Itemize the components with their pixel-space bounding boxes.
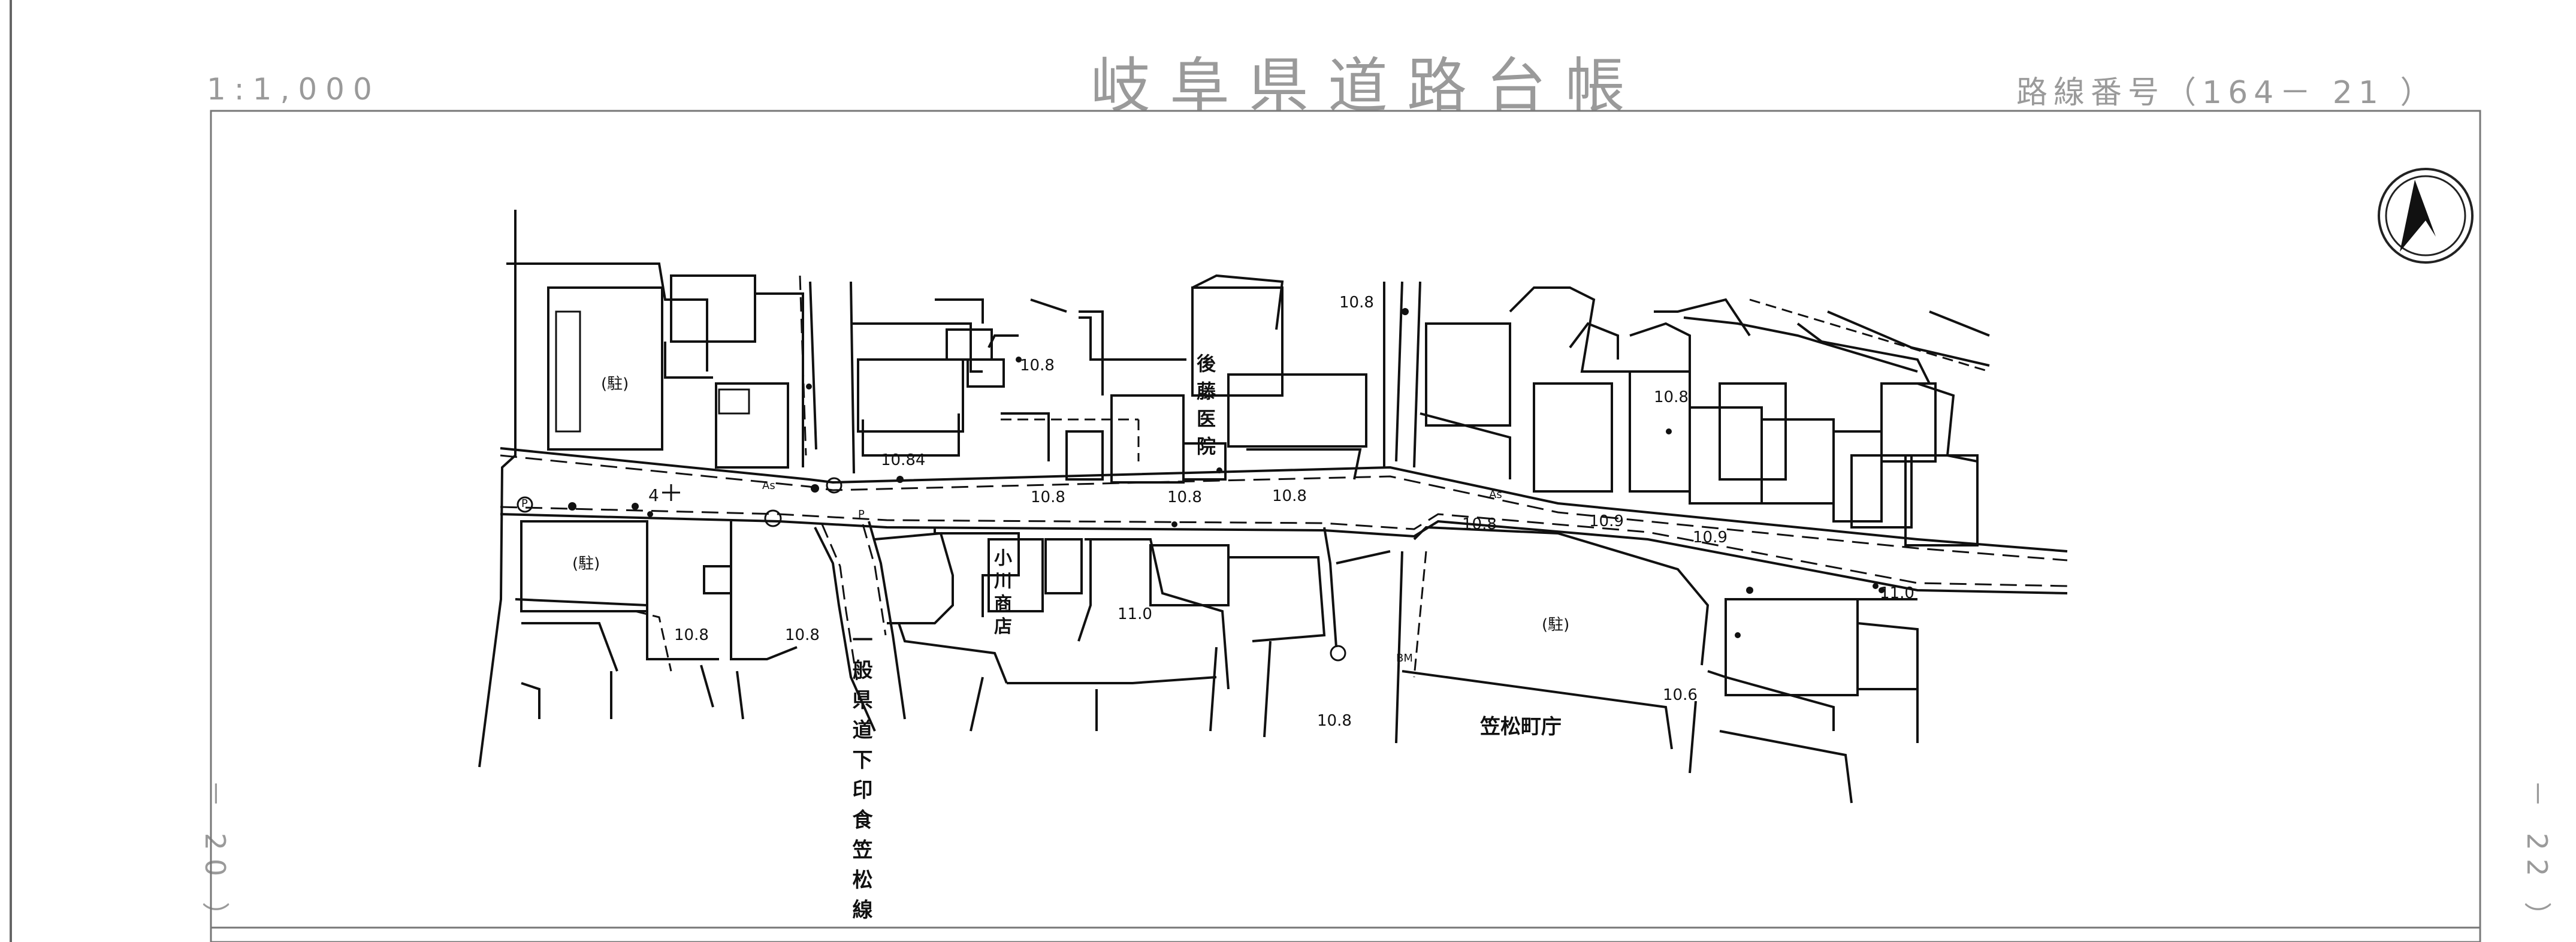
north-arrow-icon [2378, 168, 2474, 264]
town-hall-label: 笠松町庁 [1480, 715, 1562, 739]
elevation-label: 10.8 [1462, 515, 1497, 533]
elevation-label: 10.6 [1663, 686, 1698, 704]
surface-label-2: As [1489, 488, 1502, 501]
elevation-label: 10.9 [1693, 529, 1728, 547]
clinic-label: 後藤医院 [1194, 354, 1216, 464]
p-marker-2: P [521, 497, 528, 510]
elevation-label: 10.8 [1167, 488, 1202, 506]
elevation-label: 10.9 [1589, 512, 1624, 530]
elevation-label: 10.8 [1317, 712, 1352, 730]
elevation-label: 11.0 [1880, 584, 1914, 602]
elevation-label: 10.8 [674, 626, 709, 644]
parking-label-3: (駐) [1542, 616, 1570, 634]
route-number: 路線番号（164－ 21 ） [2016, 75, 2438, 111]
shop-label: 小川商店 [990, 548, 1011, 639]
scale-label: 1:1,000 [207, 72, 380, 107]
elevation-label: 10.8 [1272, 487, 1307, 505]
parking-label-1: (駐) [601, 375, 629, 393]
elevation-label: 10.8 [1339, 294, 1374, 312]
road-map [478, 210, 2068, 804]
elevation-label: 10.84 [881, 451, 926, 469]
page-title: 岐阜県道路台帳 [1091, 51, 1644, 121]
elevation-label: 10.8 [1031, 488, 1065, 506]
p-marker-1: P [858, 508, 865, 521]
elevation-label: 10.8 [1020, 357, 1055, 375]
road-name-label: 一般県道下印食笠松線 [848, 629, 872, 929]
lane-count-label: 4 [648, 485, 659, 505]
map-symbols [517, 477, 1346, 662]
elevation-label: 11.0 [1118, 605, 1152, 623]
survey-markers [568, 308, 1885, 638]
surface-label-1: As [762, 479, 775, 492]
parking-label-2: (駐) [572, 555, 600, 573]
elevation-label: 10.8 [1654, 388, 1689, 406]
map-frame [210, 110, 2481, 942]
bench-mark-label: BM [1396, 652, 1413, 665]
elevation-label: 10.8 [785, 626, 820, 644]
